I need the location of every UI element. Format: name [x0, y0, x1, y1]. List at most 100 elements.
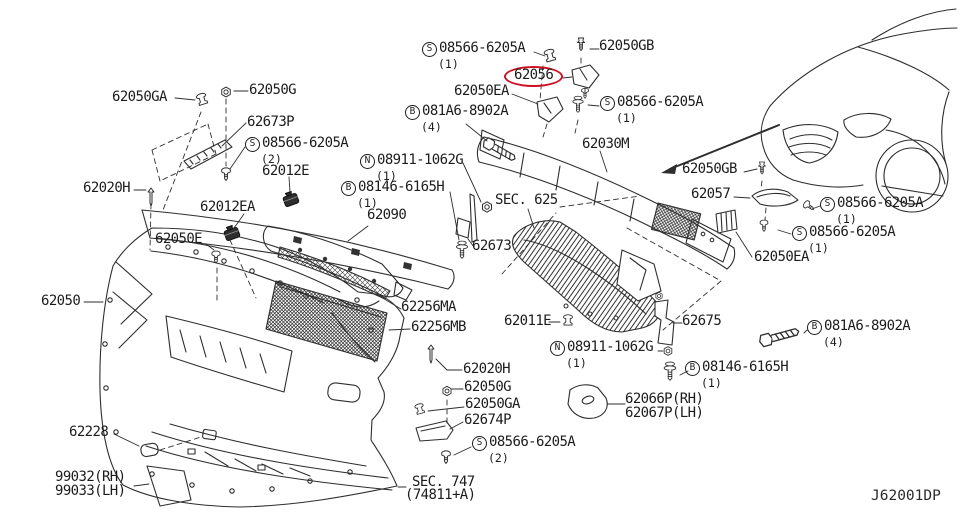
screw-icon — [441, 450, 451, 464]
prefix-badge: B — [341, 181, 356, 196]
part-qty: (1) — [701, 376, 722, 390]
strut-rod-62673 — [455, 193, 478, 243]
part-number: 62020H — [463, 361, 511, 377]
callout-62050ga-left: 62050GA — [112, 89, 167, 105]
prefix-badge: B — [405, 105, 420, 120]
part-number: 08566-6205A — [617, 94, 704, 110]
nut-icon — [663, 346, 673, 356]
callout-62020h-bottom: 62020H — [463, 361, 511, 377]
callout-62050gb-top: 62050GB — [599, 39, 654, 53]
nut-icon — [221, 86, 231, 98]
part-number: 081A6-8902A — [824, 318, 911, 334]
callout-62050gb-right: 62050GB — [682, 161, 737, 177]
part-number: 62012E — [262, 163, 310, 179]
callout-sec747: SEC. 747 — [412, 474, 475, 490]
callout-99033-lh: 99033(LH) — [55, 483, 126, 499]
bracket-patch-99032 — [146, 465, 192, 507]
callout-62674p: 62674P — [464, 412, 512, 428]
callout-99032-rh: 99032(RH) — [55, 469, 126, 485]
part-number: 62050GA — [112, 89, 167, 105]
part-qty: (1) — [616, 111, 637, 125]
reference-arrow — [661, 124, 780, 174]
part-number: 99033(LH) — [55, 483, 126, 499]
screw-icon — [759, 219, 769, 232]
callout-62011e: 62011E — [504, 314, 552, 328]
prefix-badge: N — [550, 341, 565, 356]
prefix-badge: B — [807, 320, 822, 335]
part-number: 62675 — [682, 313, 722, 329]
strip-62673p — [183, 139, 233, 170]
part-number: 08566-6205A — [837, 195, 924, 211]
section-reference: SEC. 625 — [495, 192, 558, 208]
callout-62012ea: 62012EA — [200, 200, 255, 214]
callout-62050e: 62050E — [155, 232, 203, 246]
front-bumper-fascia-62050 — [99, 227, 405, 508]
leader-lines — [83, 48, 821, 488]
construction-dashes — [149, 57, 767, 451]
bracket-62056 — [571, 64, 600, 89]
part-number: 62020H — [83, 180, 131, 196]
part-number: 62256MA — [401, 299, 456, 315]
bolt-icon — [663, 361, 677, 381]
bolt-icon — [572, 95, 584, 113]
pin-icon — [147, 187, 155, 207]
callout-62673: 62673 — [472, 238, 512, 254]
part-qty: (2) — [488, 451, 509, 465]
part-number: 08566-6205A — [809, 224, 896, 240]
part-number: 08566-6205A — [262, 135, 349, 151]
side-marker-62057 — [751, 188, 799, 207]
callout-62050ea-right: 62050EA — [754, 249, 809, 265]
callout-62057: 62057 — [691, 187, 731, 201]
callout-62056-highlighted: 62056 — [504, 66, 564, 87]
part-qty: (1) — [836, 212, 857, 226]
stud-icon — [576, 37, 586, 52]
part-qty: (2) — [261, 152, 282, 166]
part-number: 08566-6205A — [439, 40, 526, 56]
part-qty: (1) — [376, 169, 397, 183]
part-qty: (4) — [421, 120, 442, 134]
section-reference: SEC. 747 — [412, 474, 475, 490]
part-number: 08911-1062G — [567, 339, 654, 355]
ribbed-bracket-62050ea-right — [715, 209, 738, 234]
part-number: 62674P — [464, 412, 512, 428]
grommet-clip-icon — [195, 91, 209, 107]
part-number: 99032(RH) — [55, 469, 126, 485]
part-number: 62256MB — [411, 319, 466, 335]
prefix-badge: N — [360, 154, 375, 169]
screw-icon — [801, 199, 817, 213]
prefix-badge: S — [245, 137, 260, 152]
stud-icon — [758, 161, 766, 175]
grille-mesh-62256mb — [265, 280, 388, 362]
callout-62030m: 62030M — [582, 137, 630, 151]
diagram-code: J62001DP — [871, 488, 941, 504]
part-number: 08146-6165H — [702, 359, 789, 375]
part-qty: (1) — [566, 356, 587, 370]
callout-sec625: SEC. 625 — [495, 192, 558, 208]
callout-62050ea-top: 62050EA — [454, 84, 509, 98]
part-number: 62673 — [472, 238, 512, 254]
part-number: 62050 — [41, 293, 81, 309]
bolt-icon — [456, 240, 468, 259]
callout-62256ma: 62256MA — [401, 299, 456, 315]
part-number: 62050G — [249, 82, 297, 98]
nut-icon — [442, 385, 452, 397]
prefix-badge: S — [422, 42, 437, 57]
screw-icon — [211, 250, 221, 264]
hex-bolt-icon — [757, 324, 801, 349]
part-number: 62228 — [69, 424, 109, 440]
prefix-badge: B — [685, 361, 700, 376]
callout-62012e: 62012E — [262, 163, 310, 179]
prefix-badge: S — [600, 96, 615, 111]
part-number: 62050EA — [754, 249, 809, 265]
nut-icon — [481, 201, 493, 213]
part-number: 62050GB — [682, 161, 737, 177]
